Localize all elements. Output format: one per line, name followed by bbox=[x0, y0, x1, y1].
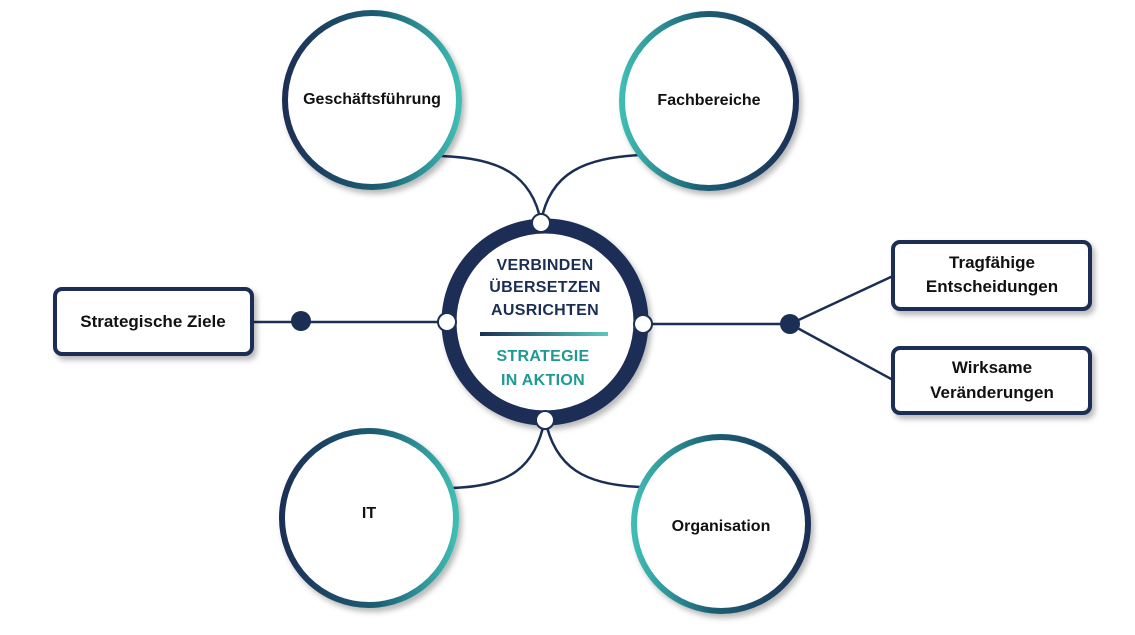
output-label-line-1: Tragfähige bbox=[949, 253, 1035, 272]
connector-bottom-right bbox=[543, 418, 642, 489]
stakeholder-circle bbox=[631, 434, 811, 614]
stakeholder-label: Fachbereiche bbox=[657, 92, 760, 109]
output-box bbox=[891, 240, 1092, 311]
node-left bbox=[437, 312, 457, 332]
input-junction-dot bbox=[291, 311, 311, 331]
output-junction-dot bbox=[780, 314, 800, 334]
output-label-line-2: Veränderungen bbox=[930, 383, 1054, 402]
hub-line-ausrichten: AUSRICHTEN bbox=[491, 302, 599, 319]
stakeholder-label: Geschäftsführung bbox=[303, 91, 441, 108]
connector-output-lower bbox=[789, 322, 894, 382]
central-hub: VERBINDEN ÜBERSETZEN AUSRICHTEN STRATEGI… bbox=[441, 218, 649, 426]
node-right bbox=[633, 314, 653, 334]
stakeholder-circle bbox=[619, 11, 799, 191]
hub-line-verbinden: VERBINDEN bbox=[497, 257, 594, 274]
stakeholder-circle bbox=[279, 428, 459, 608]
connector-top-right bbox=[539, 153, 642, 223]
node-bottom bbox=[535, 410, 555, 430]
stakeholder-label: Organisation bbox=[672, 518, 771, 535]
connector-bottom-left bbox=[451, 418, 547, 490]
connector-output-upper bbox=[789, 274, 894, 326]
connector-top-left bbox=[440, 154, 543, 223]
output-tragfaehige-entscheidungen: Tragfähige Entscheidungen bbox=[891, 240, 1092, 311]
input-label: Strategische Ziele bbox=[80, 312, 226, 331]
hub-divider bbox=[480, 332, 608, 336]
stakeholder-label: IT bbox=[362, 505, 376, 522]
connector-lines bbox=[252, 153, 894, 490]
stakeholder-geschaeftsfuehrung: Geschäftsführung bbox=[282, 10, 462, 190]
output-wirksame-veraenderungen: Wirksame Veränderungen bbox=[891, 346, 1092, 415]
output-box bbox=[891, 346, 1092, 415]
node-top bbox=[531, 213, 551, 233]
output-label-line-1: Wirksame bbox=[952, 358, 1032, 377]
output-label-line-2: Entscheidungen bbox=[926, 277, 1058, 296]
stakeholder-organisation: Organisation bbox=[631, 434, 811, 614]
hub-line-in-aktion: IN AKTION bbox=[501, 372, 585, 389]
stakeholder-fachbereiche: Fachbereiche bbox=[619, 11, 799, 191]
hub-line-strategie: STRATEGIE bbox=[496, 348, 589, 365]
stakeholder-circle bbox=[282, 10, 462, 190]
input-strategische-ziele: Strategische Ziele bbox=[53, 287, 254, 356]
hub-ring bbox=[441, 218, 649, 426]
hub-line-uebersetzen: ÜBERSETZEN bbox=[489, 277, 600, 296]
stakeholder-it: IT bbox=[279, 428, 459, 608]
hub-connection-nodes bbox=[437, 213, 653, 430]
input-box bbox=[53, 287, 254, 356]
